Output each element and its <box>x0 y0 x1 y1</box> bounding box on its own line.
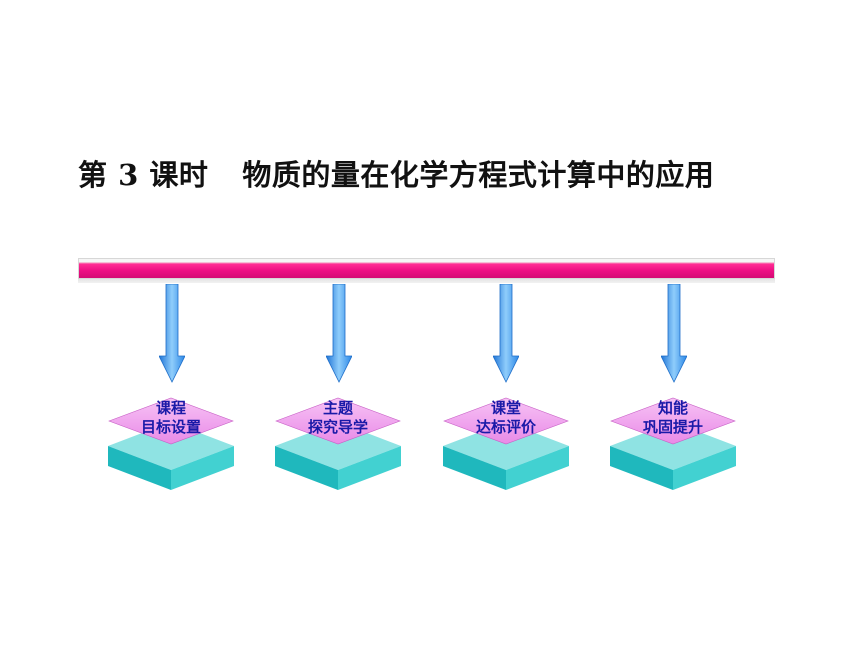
layered-diamond-icon <box>443 397 569 490</box>
title-topic: 物质的量在化学方程式计算中的应用 <box>242 158 715 192</box>
page-title: 第 3 课时物质的量在化学方程式计算中的应用 <box>78 150 818 200</box>
module-topic-exploration[interactable]: 主题 探究导学 <box>273 396 403 496</box>
arrow-down-icon <box>661 284 687 383</box>
header-bar <box>78 258 775 279</box>
module-label-line1: 知能 <box>657 399 688 417</box>
layered-diamond-icon <box>610 397 736 490</box>
arrow-down-icon <box>159 284 185 383</box>
module-knowledge-consolidation[interactable]: 知能 巩固提升 <box>608 396 738 496</box>
module-class-assessment[interactable]: 课堂 达标评价 <box>441 396 571 496</box>
module-label-line1: 课程 <box>155 399 186 417</box>
layered-diamond-icon <box>108 397 234 490</box>
module-label-line2: 探究导学 <box>307 418 368 436</box>
title-lesson: 第 3 课时 <box>78 158 209 192</box>
layered-diamond-icon <box>275 397 401 490</box>
module-label-line2: 巩固提升 <box>642 418 703 436</box>
arrow-down-icon <box>326 284 352 383</box>
module-label-line1: 主题 <box>322 399 353 417</box>
module-course-objectives[interactable]: 课程 目标设置 <box>106 396 236 496</box>
module-label-line1: 课堂 <box>490 399 521 417</box>
module-label-line2: 达标评价 <box>475 418 536 436</box>
module-label-line2: 目标设置 <box>140 418 201 436</box>
arrow-down-icon <box>493 284 519 383</box>
